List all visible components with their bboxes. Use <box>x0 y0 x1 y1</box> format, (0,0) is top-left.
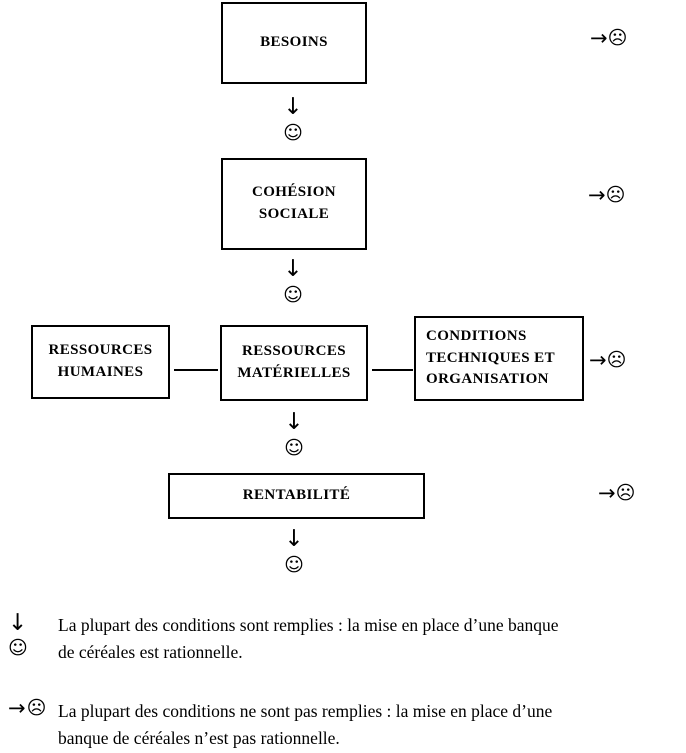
sad-face-icon: ☹ <box>605 184 626 206</box>
connector-rh-rm <box>174 369 218 371</box>
arrow-right-icon: → <box>590 26 608 50</box>
node-ressources-materielles[interactable]: RESSOURCES MATÉRIELLES <box>220 325 368 401</box>
sad-face-icon: ☹ <box>606 349 627 371</box>
connector-besoins-cohesion: ↓ ☺ <box>280 96 306 143</box>
node-conditions-techniques-label: CONDITIONS TECHNIQUES ET ORGANISATION <box>426 327 555 388</box>
connector-rm-conditions <box>372 369 413 371</box>
arrow-down-icon: ↓ <box>283 256 303 282</box>
arrow-right-icon: → <box>588 183 606 207</box>
legend-text-positive: La plupart des conditions sont remplies … <box>58 612 686 665</box>
node-ressources-materielles-label: RESSOURCES MATÉRIELLES <box>237 343 351 381</box>
smiley-face-icon: ☺ <box>8 637 28 659</box>
legend-positive-line1: La plupart des conditions sont remplies … <box>58 615 559 635</box>
smiley-face-icon: ☺ <box>283 122 303 144</box>
arrow-down-icon: ↓ <box>8 610 28 636</box>
node-conditions-techniques[interactable]: CONDITIONS TECHNIQUES ET ORGANISATION <box>414 316 584 401</box>
arrow-right-icon: → <box>8 696 26 721</box>
marker-frowny-conditions: → ☹ <box>589 350 626 371</box>
legend-text-negative: La plupart des conditions ne sont pas re… <box>58 698 686 751</box>
node-rentabilite-label: RENTABILITÉ <box>242 487 351 504</box>
node-cohesion-sociale[interactable]: COHÉSION SOCIALE <box>221 158 367 250</box>
marker-frowny-rentabilite: → ☹ <box>598 483 635 504</box>
sad-face-icon: ☹ <box>615 482 636 504</box>
node-rentabilite[interactable]: RENTABILITÉ <box>168 473 425 519</box>
marker-frowny-besoins: → ☹ <box>590 28 627 49</box>
arrow-right-icon: → <box>598 481 616 505</box>
node-besoins[interactable]: BESOINS <box>221 2 367 84</box>
node-cohesion-sociale-label: COHÉSION SOCIALE <box>251 184 337 222</box>
smiley-face-icon: ☺ <box>284 554 304 576</box>
node-ressources-humaines[interactable]: RESSOURCES HUMAINES <box>31 325 170 399</box>
legend-row-negative: → ☹ La plupart des conditions ne sont pa… <box>0 698 686 751</box>
arrow-right-icon: → <box>589 348 607 372</box>
marker-frowny-cohesion: → ☹ <box>588 185 625 206</box>
legend-positive-line2: de céréales est rationnelle. <box>58 641 243 662</box>
node-ressources-humaines-label: RESSOURCES HUMAINES <box>48 342 153 380</box>
sad-face-icon: ☹ <box>607 27 628 49</box>
legend-negative-line1: La plupart des conditions ne sont pas re… <box>58 701 553 722</box>
sad-face-icon: ☹ <box>26 697 47 720</box>
connector-ressources-rentabilite: ↓ ☺ <box>281 411 307 458</box>
arrow-down-icon: ↓ <box>284 526 304 552</box>
arrow-down-icon: ↓ <box>283 94 303 120</box>
smiley-face-icon: ☺ <box>284 437 304 459</box>
node-besoins-label: BESOINS <box>260 34 328 51</box>
legend-negative-line2: banque de céréales n’est pas rationnelle… <box>58 727 340 748</box>
legend-key-negative: → ☹ <box>0 698 58 719</box>
legend-row-positive: ↓ ☺ La plupart des conditions sont rempl… <box>0 612 686 665</box>
connector-rentabilite-end: ↓ ☺ <box>281 528 307 575</box>
connector-cohesion-ressources: ↓ ☺ <box>280 258 306 305</box>
legend-key-positive: ↓ ☺ <box>0 612 58 658</box>
arrow-down-icon: ↓ <box>284 409 304 435</box>
smiley-face-icon: ☺ <box>283 284 303 306</box>
legend: ↓ ☺ La plupart des conditions sont rempl… <box>0 612 686 751</box>
